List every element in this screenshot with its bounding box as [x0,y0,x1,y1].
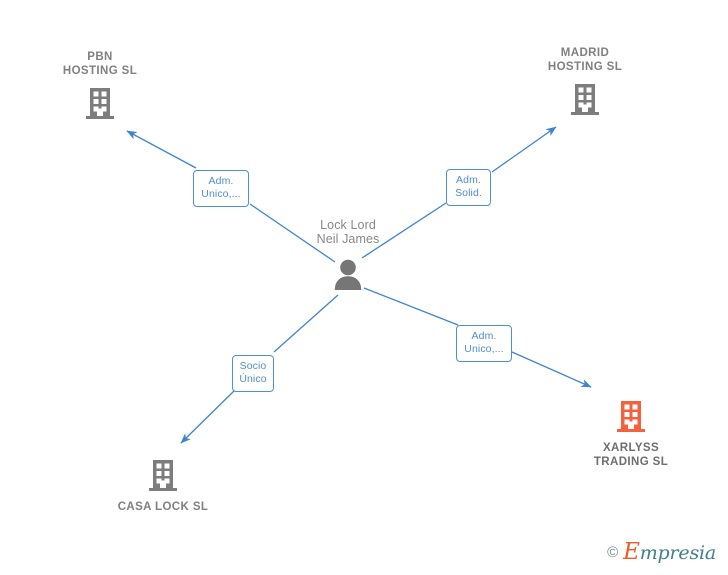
edge-person-to-madrid[interactable] [361,126,557,259]
person-icon [334,259,362,290]
brand-rest: mpresia [639,542,716,564]
node-pbn-hosting[interactable]: PBN HOSTING SL [30,50,170,120]
edge-person-to-casalock[interactable] [180,294,339,444]
edge-label-person-to-madrid[interactable]: Adm. Solid. [446,169,491,206]
brand-initial: E [623,539,640,565]
building-icon [86,88,114,119]
node-label-madrid: MADRID HOSTING SL [547,47,623,73]
node-label-xarlyss: XARLYSS TRADING SL [593,442,669,468]
node-label-casalock: CASA LOCK SL [117,501,209,513]
edge-person-to-xarlyss[interactable] [363,287,592,388]
building-icon [571,84,599,115]
edge-person-to-pbn[interactable] [126,130,336,263]
node-label-person: Lock Lord Neil James [316,218,380,246]
building-icon-madrid-wrap [515,80,655,116]
brand-wordmark: Empresia [623,539,716,565]
node-casa-lock[interactable]: CASA LOCK SL [93,456,233,514]
building-icon [149,460,177,491]
person-icon-wrap [278,254,418,290]
node-person-lock-lord-neil-james[interactable]: Lock Lord Neil James [278,218,418,290]
building-icon [617,401,645,432]
edge-label-person-to-pbn[interactable]: Adm. Unico,... [193,170,249,207]
building-icon-pbn-wrap [30,84,170,120]
edge-label-person-to-casalock[interactable]: Socio Único [232,355,274,392]
copyright-icon: © [607,543,619,561]
node-xarlyss-trading[interactable]: XARLYSS TRADING SL [561,397,701,469]
building-icon-xarlyss-wrap [561,397,701,433]
node-label-pbn: PBN HOSTING SL [62,51,138,77]
building-icon-casalock-wrap [93,456,233,492]
empresia-watermark: © Empresia [607,539,716,565]
node-madrid-hosting[interactable]: MADRID HOSTING SL [515,46,655,116]
edge-label-person-to-xarlyss[interactable]: Adm. Unico,... [456,325,512,362]
